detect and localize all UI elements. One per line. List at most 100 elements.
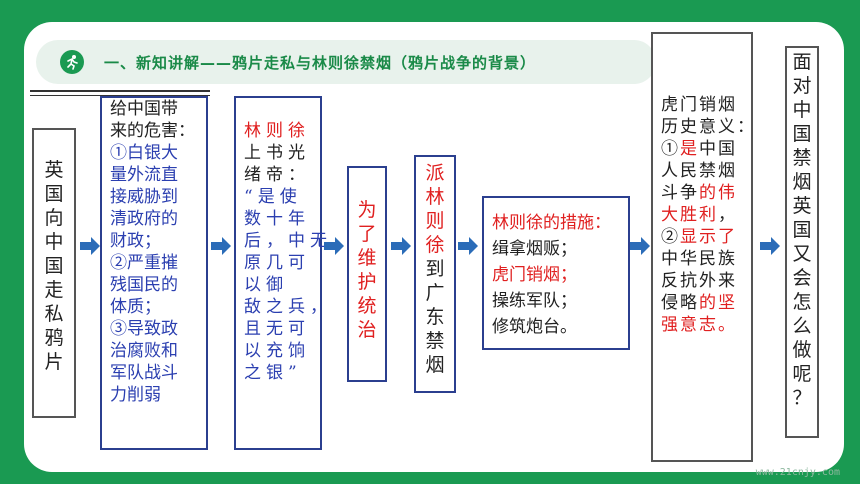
char: 向: [44, 207, 64, 229]
char: 英: [792, 195, 812, 217]
char: 徐: [425, 234, 445, 256]
box-significance: 虎门销烟历史意义：①是中国人民禁烟斗争的伟大胜利，②显示了中华民族反抗外来侵略的…: [651, 32, 754, 462]
arrow-icon: [391, 237, 411, 255]
text-line: ①是中国: [661, 138, 747, 160]
char: 维: [357, 247, 377, 269]
divider: [30, 95, 210, 96]
text-line: 敌之兵，: [244, 297, 332, 317]
lin-zexu-name: 林则徐: [244, 121, 310, 141]
char: 英: [44, 159, 64, 181]
text-line: ①白银大: [110, 143, 178, 163]
text-fragment: 侵略: [661, 293, 699, 313]
text-line: 绪帝：: [244, 165, 310, 185]
text-fragment: 的坚: [699, 293, 737, 313]
text-line: 以御: [244, 275, 288, 295]
char: 东: [425, 306, 445, 328]
char: 了: [357, 223, 377, 245]
text-fragment: 虎门销烟: [661, 95, 737, 115]
text-fragment: ②: [661, 227, 680, 247]
char: 会: [792, 267, 812, 289]
text-line: 修筑炮台。: [492, 317, 577, 337]
char: 对: [792, 75, 812, 97]
char: 烟: [425, 354, 445, 376]
char: 林: [425, 186, 445, 208]
char: 广: [425, 282, 445, 304]
char: 护: [357, 271, 377, 293]
text-line: 人民禁烟: [661, 160, 747, 182]
text-line: 操练军队；: [492, 291, 577, 311]
char: 鸦: [44, 327, 64, 349]
text-line: 量外流直: [110, 165, 178, 185]
char: 片: [44, 351, 64, 373]
text-line: 残国民的: [110, 275, 178, 295]
char: ？: [792, 387, 812, 409]
text-fragment: 反抗外来: [661, 271, 737, 291]
text-line: 体质；: [110, 297, 161, 317]
text-line: 军队战斗: [110, 363, 178, 383]
arrow-icon: [458, 237, 478, 255]
text-fragment: 的伟: [699, 183, 737, 203]
box-dispatch: 派林则徐到广东禁烟: [414, 155, 456, 393]
box-measures: 林则徐的措施： 缉拿烟贩；虎门销烟；操练军队；修筑炮台。: [482, 196, 630, 350]
text-line: 斗争的伟: [661, 182, 747, 204]
text-line: 给中国带: [110, 99, 178, 119]
char: 么: [792, 315, 812, 337]
char: 禁: [425, 330, 445, 352]
text-line: 以充饷: [244, 341, 310, 361]
char: 为: [357, 199, 377, 221]
text-fragment: 中华民族: [661, 249, 737, 269]
text-line: 大胜利，: [661, 204, 747, 226]
box-smuggling: 英国向中国走私鸦片: [32, 128, 76, 418]
box-purpose: 为了维护统治: [347, 166, 387, 382]
text-line: 上书光: [244, 143, 310, 163]
arrow-icon: [760, 237, 780, 255]
text-line: 之银”: [244, 363, 302, 383]
arrow-icon: [630, 237, 650, 255]
measures-title: 林则徐的措施：: [492, 213, 611, 233]
text-line: 原几可: [244, 253, 310, 273]
char: 统: [357, 295, 377, 317]
char: 则: [425, 210, 445, 232]
arrow-icon: [80, 237, 100, 255]
text-line: 且无可: [244, 319, 310, 339]
runner-icon: [60, 50, 84, 74]
text-fragment: 人民禁烟: [661, 161, 737, 181]
box-harms: 给中国带来的危害：①白银大量外流直接威胁到清政府的财政；②严重摧残国民的体质；③…: [100, 96, 208, 450]
char: 国: [792, 123, 812, 145]
text-line: 历史意义：: [661, 116, 754, 138]
text-fragment: ①: [661, 139, 680, 159]
text-fragment: 大胜利: [661, 205, 718, 225]
char: 到: [425, 258, 445, 280]
text-fragment: ，: [718, 205, 737, 225]
char: 又: [792, 243, 812, 265]
char: 国: [44, 183, 64, 205]
text-line: 数十年: [244, 209, 310, 229]
divider: [30, 90, 210, 92]
text-line: 侵略的坚: [661, 292, 747, 314]
char: 呢: [792, 363, 812, 385]
char: 做: [792, 339, 812, 361]
text-line: 治腐败和: [110, 341, 178, 361]
text-fragment: 中国: [699, 139, 737, 159]
text-line: ③导致政: [110, 319, 178, 339]
text-line: 清政府的: [110, 209, 178, 229]
arrow-icon: [324, 237, 344, 255]
char: 烟: [792, 171, 812, 193]
text-line: 虎门销烟；: [492, 265, 577, 285]
watermark: www.21cnjy.com: [755, 467, 840, 478]
char: 禁: [792, 147, 812, 169]
page-title: 一、新知讲解——鸦片走私与林则徐禁烟（鸦片战争的背景）: [104, 54, 537, 72]
text-line: 后，中无: [244, 231, 332, 251]
char: 怎: [792, 291, 812, 313]
text-line: 来的危害：: [110, 121, 195, 141]
char: 中: [44, 231, 64, 253]
char: 面: [792, 51, 812, 73]
text-fragment: 斗争: [661, 183, 699, 203]
box-question: 面对中国禁烟英国又会怎么做呢？: [785, 46, 819, 438]
char: 国: [44, 255, 64, 277]
text-line: 反抗外来: [661, 270, 747, 292]
char: 国: [792, 219, 812, 241]
text-line: 力削弱: [110, 385, 161, 405]
char: 派: [425, 162, 445, 184]
box-memorial: 林则徐 上书光绪帝：“是使数十年后，中无原几可以御敌之兵，且无可以充饷之银”: [234, 96, 332, 450]
